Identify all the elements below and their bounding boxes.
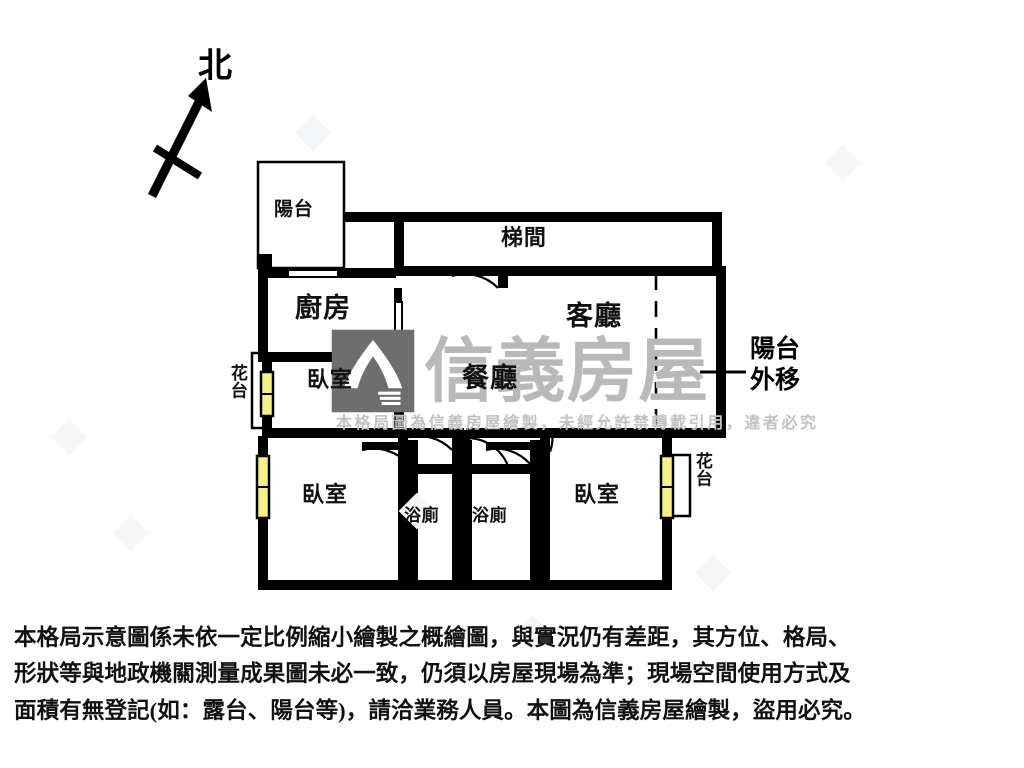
callout-balcony-line2: 外移 [750,366,801,394]
door-bathroom-1 [406,440,462,465]
north-arrow-icon [147,78,212,199]
window-bedroom-lower-left [255,454,271,520]
disclaimer-line-1: 本格局示意圖係未依一定比例縮小繪製之概繪圖，與實況仍有差距，其方位、格局、 [14,625,851,650]
disclaimer-line-2: 形狀等與地政機關測量成果圖未必一致，仍須以房屋現場為準；現場空間使用方式及 [14,661,851,687]
room-label-kitchen: 廚房 [295,293,352,323]
door-bedroom-upper-left [404,428,462,451]
room-label-flowerbox-right: 花台 [692,452,712,487]
door-stairwell [451,266,508,289]
windows [255,370,675,520]
compass-north-label: 北 [198,48,232,85]
room-label-dining-room: 餐廳 [462,363,519,393]
doors [361,266,554,467]
door-bathroom-2 [485,440,540,465]
disclaimer-text: 本格局示意圖係未依一定比例縮小繪製之概繪圖，與實況仍有差距，其方位、格局、 形狀… [14,620,1012,729]
door-bedroom-right [540,428,554,453]
flowerbox-left-outline [250,351,262,430]
room-label-bathroom-2: 浴廁 [472,506,508,525]
callout-balcony-relocated: 陽台 外移 [750,335,800,396]
door-bedroom-lower-left [361,440,418,465]
room-label-balcony-top: 陽台 [274,199,314,220]
room-label-living-room: 客廳 [566,301,623,331]
door-corridor [465,436,510,467]
room-label-flowerbox-left: 花台 [227,364,247,399]
disclaimer-line-3: 面積有無登記(如：露台、陽台等)，請洽業務人員。本圖為信義房屋繪製，盜用必究。 [14,697,866,723]
room-label-bedroom-upper-left: 臥室 [307,367,353,392]
callout-balcony-line1: 陽台 [750,336,801,363]
window-bedroom-upper-left [259,370,275,418]
window-bedroom-right [659,454,675,520]
flowerbox-right-outline [672,453,692,518]
room-label-bedroom-lower-left: 臥室 [302,482,348,507]
room-label-bedroom-right: 臥室 [574,482,620,507]
room-label-stairwell: 梯間 [501,225,547,250]
room-label-bathroom-1: 浴廁 [404,506,440,525]
